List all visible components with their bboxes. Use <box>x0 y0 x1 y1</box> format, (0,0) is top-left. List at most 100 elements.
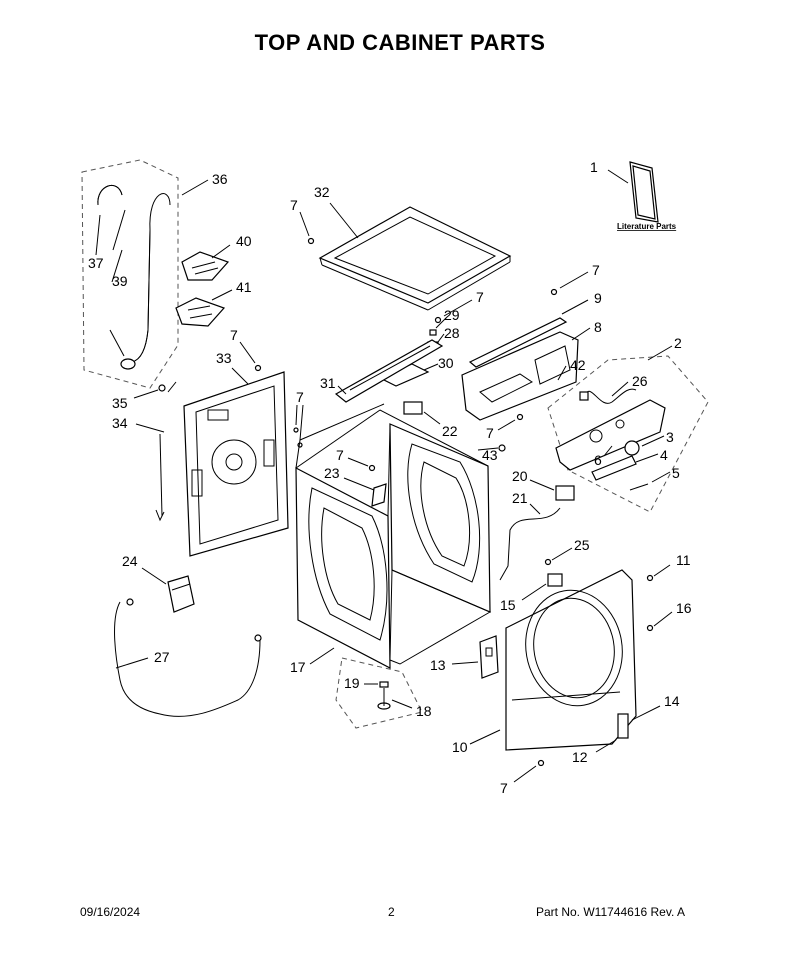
screw-7d[interactable] <box>239 341 262 372</box>
pressure-hose-21[interactable] <box>499 503 561 581</box>
screw-16[interactable] <box>646 611 673 632</box>
hose-clamp-kit-40[interactable] <box>181 244 231 281</box>
literature-parts-label: Literature Parts <box>617 222 677 231</box>
callout-7b: 7 <box>592 262 600 278</box>
screw-7h[interactable] <box>513 759 545 783</box>
screw-7a[interactable] <box>299 211 315 245</box>
callout-39: 39 <box>112 273 128 289</box>
callout-29: 29 <box>444 307 460 323</box>
callout-34: 34 <box>112 415 128 431</box>
callout-33: 33 <box>216 350 232 366</box>
leader-37 <box>95 214 101 256</box>
screw-5[interactable] <box>629 471 671 491</box>
leader-38 <box>109 329 125 357</box>
callout-9: 9 <box>594 290 602 306</box>
callout-15: 15 <box>500 597 516 613</box>
callout-42: 42 <box>570 357 586 373</box>
callout-7c: 7 <box>476 289 484 305</box>
control-board-24[interactable] <box>141 567 195 613</box>
callout-2: 2 <box>674 335 682 351</box>
console-rail-9[interactable] <box>468 299 589 368</box>
callout-8: 8 <box>594 319 602 335</box>
front-top-rail-31[interactable] <box>334 339 444 403</box>
callout-25: 25 <box>574 537 590 553</box>
callout-36: 36 <box>212 171 228 187</box>
bracket-23[interactable] <box>343 477 387 507</box>
knob-trim-4[interactable] <box>591 453 659 481</box>
callout-3: 3 <box>666 429 674 445</box>
drain-hose-group-outline <box>81 159 179 389</box>
callout-4: 4 <box>660 447 668 463</box>
screw-7b[interactable] <box>550 271 589 296</box>
callout-35: 35 <box>112 395 128 411</box>
footer-date: 09/16/2024 <box>80 905 141 919</box>
callout-17: 17 <box>290 659 306 675</box>
callout-20: 20 <box>512 468 528 484</box>
callout-12: 12 <box>572 749 588 765</box>
callout-21: 21 <box>512 490 528 506</box>
hose-clamp-kit-41[interactable] <box>175 289 233 327</box>
screw-7e[interactable] <box>293 404 304 448</box>
rear-panel[interactable] <box>183 367 289 557</box>
screw-25[interactable] <box>544 547 573 566</box>
screw-7g[interactable] <box>497 413 524 431</box>
knob-3[interactable] <box>624 435 665 456</box>
cabinet[interactable] <box>295 403 492 669</box>
callout-26: 26 <box>632 373 648 389</box>
literature-parts-booklet[interactable] <box>607 161 659 223</box>
screw-11[interactable] <box>646 564 671 582</box>
footer-page-number: 2 <box>388 905 395 919</box>
power-cord-35[interactable] <box>133 381 177 399</box>
leader-36 <box>181 179 209 196</box>
callout-6: 6 <box>594 452 602 468</box>
console-frame-8[interactable] <box>461 327 591 421</box>
bracket-15[interactable] <box>521 573 563 601</box>
callout-30: 30 <box>438 355 454 371</box>
callout-24: 24 <box>122 553 138 569</box>
callout-23: 23 <box>324 465 340 481</box>
callout-31: 31 <box>320 375 336 391</box>
footer-part-number: Part No. W11744616 Rev. A <box>536 905 685 919</box>
callout-43: 43 <box>482 447 498 463</box>
wire-harness-26[interactable] <box>579 381 637 404</box>
callout-13: 13 <box>430 657 446 673</box>
door-lock-14[interactable] <box>617 705 661 739</box>
callout-5: 5 <box>672 465 680 481</box>
drain-hose[interactable] <box>97 184 171 370</box>
wire-34[interactable] <box>135 423 165 522</box>
callout-7h: 7 <box>500 780 508 796</box>
leader-42 <box>557 365 567 381</box>
callout-41: 41 <box>236 279 252 295</box>
wire-harness-27[interactable] <box>114 598 262 717</box>
console-panel-6[interactable] <box>555 399 666 471</box>
callout-7d: 7 <box>230 327 238 343</box>
clip-22[interactable] <box>403 401 441 425</box>
callout-40: 40 <box>236 233 252 249</box>
callout-7a: 7 <box>290 197 298 213</box>
callout-18: 18 <box>416 703 432 719</box>
top-panel[interactable] <box>318 202 512 311</box>
wire-12[interactable] <box>595 739 617 753</box>
bracket-29[interactable] <box>429 317 447 336</box>
screw-7c[interactable] <box>434 299 473 324</box>
callout-27: 27 <box>154 649 170 665</box>
pressure-switch-20[interactable] <box>529 479 575 501</box>
callout-7e: 7 <box>296 389 304 405</box>
callout-11: 11 <box>676 552 691 568</box>
callout-28: 28 <box>444 325 460 341</box>
nut-19[interactable] <box>364 681 389 688</box>
leveling-foot-18[interactable] <box>377 688 413 710</box>
door-strike-13[interactable] <box>451 635 499 679</box>
leveling-foot-group-outline <box>335 657 423 729</box>
console-group-outline <box>547 355 709 513</box>
leader-39 <box>111 249 123 283</box>
screw-7f[interactable] <box>347 457 376 472</box>
callout-7g: 7 <box>486 425 494 441</box>
callout-22: 22 <box>442 423 458 439</box>
page-title: TOP AND CABINET PARTS <box>254 30 546 55</box>
screw-43[interactable] <box>477 444 506 452</box>
callout-16: 16 <box>676 600 692 616</box>
front-panel[interactable] <box>469 569 637 751</box>
callout-7f: 7 <box>336 447 344 463</box>
